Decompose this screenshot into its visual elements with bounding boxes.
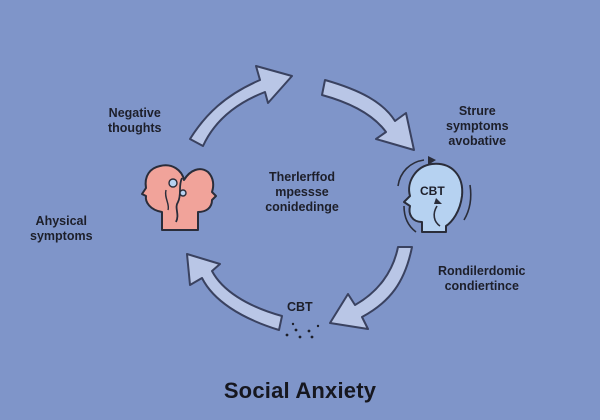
label-center: Therlerffod mpessse conidedinge bbox=[262, 170, 342, 215]
label-line: symptoms bbox=[30, 229, 93, 243]
cycle-arrow-icon bbox=[321, 79, 415, 151]
label-top-right: Strure symptoms avobative bbox=[446, 104, 509, 149]
label-cbt-head: CBT bbox=[420, 184, 445, 198]
dots-icon bbox=[285, 322, 320, 339]
cycle-arrow-icon bbox=[186, 253, 283, 331]
label-line: Ahysical bbox=[35, 214, 87, 228]
label-line: Negative bbox=[108, 106, 161, 120]
page-title: Social Anxiety bbox=[223, 378, 377, 403]
label-line: symptoms bbox=[446, 119, 509, 133]
cycle-arrow-icon bbox=[329, 246, 413, 330]
label-bottom-right: Rondilerdomic condiertince bbox=[438, 264, 526, 294]
label-line: avobative bbox=[448, 134, 507, 148]
label-physical-symptoms: Ahysical symptoms bbox=[30, 214, 93, 244]
label-negative-thoughts: Negative thoughts bbox=[108, 106, 161, 136]
label-line: condiertince bbox=[444, 279, 519, 293]
cbt-head-icon bbox=[397, 156, 472, 233]
label-cbt-bottom: CBT bbox=[287, 300, 313, 314]
label-line: mpessse bbox=[275, 185, 329, 199]
label-line: Therlerffod bbox=[269, 170, 335, 184]
cycle-arrow-icon bbox=[189, 65, 293, 147]
label-line: Strure bbox=[458, 104, 496, 118]
label-line: thoughts bbox=[108, 121, 162, 135]
label-line: Rondilerdomic bbox=[438, 264, 526, 278]
head-profiles-icon bbox=[141, 164, 217, 231]
label-line: conidedinge bbox=[265, 200, 339, 214]
